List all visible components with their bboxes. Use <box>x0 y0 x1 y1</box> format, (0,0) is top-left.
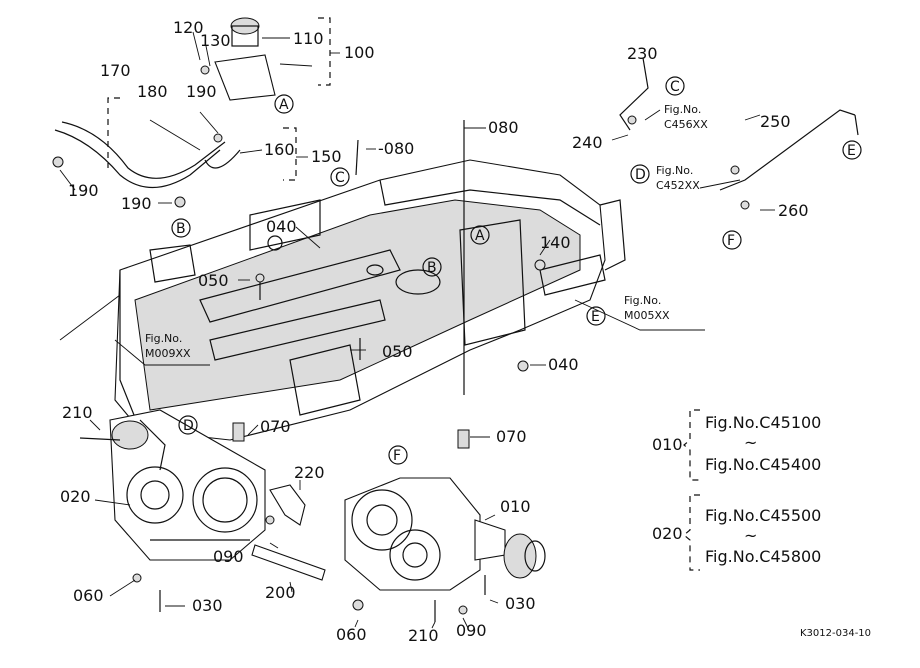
legend-010: 010 <box>652 435 683 454</box>
legend-020-tilde: ~ <box>744 526 757 545</box>
callout-080-dash: -080 <box>378 139 414 158</box>
callout-010: 010 <box>500 497 531 516</box>
fig-code-c456: C456XX <box>664 118 708 131</box>
callout-170: 170 <box>100 61 131 80</box>
legend-table: 010 Fig.No.C45100 ~ Fig.No.C45400 020 Fi… <box>652 413 821 566</box>
fig-label-c456: Fig.No. <box>664 103 701 116</box>
callout-230: 230 <box>627 44 658 63</box>
callout-240: 240 <box>572 133 603 152</box>
ref-f-trans: F <box>393 448 401 464</box>
fig-label-m009: Fig.No. <box>145 332 182 345</box>
ref-a-frame: A <box>475 228 485 244</box>
ref-letters: A B C B A D F E C D E F <box>176 79 856 464</box>
frame-chassis <box>114 159 626 441</box>
callout-150: 150 <box>311 147 342 166</box>
fig-code-m005: M005XX <box>624 309 670 322</box>
fig-code-c452: C452XX <box>656 179 700 192</box>
callout-190-top: 190 <box>186 82 217 101</box>
ref-b-left: B <box>176 221 186 237</box>
callout-160: 160 <box>264 140 295 159</box>
ref-d-trans: D <box>183 418 194 434</box>
ref-e-rod: E <box>847 143 856 159</box>
fig-refs: Fig.No. M009XX Fig.No. M005XX Fig.No. C4… <box>145 103 708 360</box>
callout-250: 250 <box>760 112 791 131</box>
callout-070-right: 070 <box>496 427 527 446</box>
callout-210-left: 210 <box>62 403 93 422</box>
callout-120: 120 <box>173 18 204 37</box>
callout-040-right: 040 <box>548 355 579 374</box>
legend-020: 020 <box>652 524 683 543</box>
callout-190-mid: 190 <box>121 194 152 213</box>
misc-parts <box>52 17 859 622</box>
callout-060-right: 060 <box>336 625 367 644</box>
callout-090-left: 090 <box>213 547 244 566</box>
fig-code-m009: M009XX <box>145 347 191 360</box>
legend-010-tilde: ~ <box>744 433 757 452</box>
callout-200: 200 <box>265 583 296 602</box>
callout-180: 180 <box>137 82 168 101</box>
callout-040-left: 040 <box>266 217 297 236</box>
callout-140: 140 <box>540 233 571 252</box>
callout-080-rod: 080 <box>488 118 519 137</box>
callouts: 120 130 110 100 170 180 190 190 190 160 … <box>60 18 809 645</box>
legend-010-to: Fig.No.C45400 <box>705 455 821 474</box>
fig-label-m005: Fig.No. <box>624 294 661 307</box>
callout-060-left: 060 <box>73 586 104 605</box>
drawing-code: K3012-034-10 <box>800 628 871 639</box>
callout-220: 220 <box>294 463 325 482</box>
ref-a-tank: A <box>279 97 289 113</box>
callout-070-left: 070 <box>260 417 291 436</box>
fig-label-c452: Fig.No. <box>656 164 693 177</box>
callout-210-right: 210 <box>408 626 439 645</box>
callout-090-right: 090 <box>456 621 487 640</box>
ref-b-frame: B <box>427 260 437 276</box>
callout-110: 110 <box>293 29 324 48</box>
callout-030-right: 030 <box>505 594 536 613</box>
ref-circles <box>171 76 862 465</box>
callout-260: 260 <box>778 201 809 220</box>
callout-020: 020 <box>60 487 91 506</box>
left-transmission <box>109 409 266 561</box>
callout-030-left: 030 <box>192 596 223 615</box>
callout-130: 130 <box>200 31 231 50</box>
ref-c-lever: C <box>670 79 680 95</box>
legend-010-from: Fig.No.C45100 <box>705 413 821 432</box>
callout-190-left: 190 <box>68 181 99 200</box>
callout-050-right: 050 <box>382 342 413 361</box>
leader-lines <box>59 17 775 629</box>
legend-020-to: Fig.No.C45800 <box>705 547 821 566</box>
ref-f-rod: F <box>727 233 735 249</box>
legend-020-from: Fig.No.C45500 <box>705 506 821 525</box>
callout-100: 100 <box>344 43 375 62</box>
ref-d-lever: D <box>635 167 646 183</box>
callout-050-left: 050 <box>198 271 229 290</box>
right-transmission <box>344 477 546 591</box>
ref-c-frame: C <box>335 170 345 186</box>
ref-e-frame: E <box>591 309 600 325</box>
